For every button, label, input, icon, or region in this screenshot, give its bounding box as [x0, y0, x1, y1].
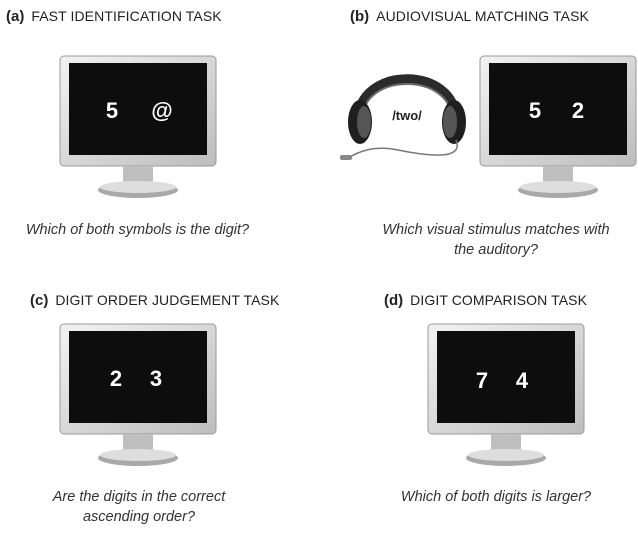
- caption-line: Which of both digits is larger?: [400, 489, 592, 505]
- panel-a-label: (a): [6, 8, 25, 25]
- caption-line: Which of both symbols is the digit?: [25, 222, 250, 238]
- panel-b-title-text: AUDIOVISUAL MATCHING TASK: [376, 8, 589, 24]
- panel-b-title: (b) AUDIOVISUAL MATCHING TASK: [350, 8, 589, 25]
- panel-b-label: (b): [350, 8, 370, 25]
- monitor-icon: 2 3: [59, 323, 217, 466]
- panel-c-title: (c) DIGIT ORDER JUDGEMENT TASK: [30, 292, 279, 309]
- caption-line: the auditory?: [454, 242, 538, 258]
- panel-d-title: (d) DIGIT COMPARISON TASK: [384, 292, 587, 309]
- screen-symbol-left: 5: [106, 98, 118, 123]
- screen-digit-left: 2: [110, 366, 122, 391]
- screen-digit-right: 3: [150, 366, 162, 391]
- screen-symbol-right: @: [151, 98, 172, 123]
- monitor-icon: 5 2: [479, 55, 637, 198]
- panel-d-caption: Which of both digits is larger?: [354, 487, 638, 507]
- panel-d-title-text: DIGIT COMPARISON TASK: [410, 292, 588, 308]
- screen-digit-right: 4: [516, 368, 529, 393]
- headphones-icon: /two/: [340, 74, 466, 160]
- panel-b-caption: Which visual stimulus matches with the a…: [354, 220, 638, 260]
- panel-a-title: (a) FAST IDENTIFICATION TASK: [6, 8, 222, 25]
- panel-d-label: (d): [384, 292, 404, 309]
- panel-a-caption: Which of both symbols is the digit?: [0, 220, 275, 240]
- caption-line: ascending order?: [82, 509, 196, 525]
- monitor-icon: 7 4: [427, 323, 585, 466]
- caption-line: Which visual stimulus matches with: [382, 222, 610, 238]
- screen-digit-right: 2: [572, 98, 584, 123]
- caption-line: Are the digits in the correct: [52, 489, 226, 505]
- panel-c-label: (c): [30, 292, 49, 309]
- monitor-icon: 5 @: [59, 55, 217, 198]
- panel-a-title-text: FAST IDENTIFICATION TASK: [31, 8, 222, 24]
- screen-digit-left: 5: [529, 98, 541, 123]
- screen-digit-left: 7: [476, 368, 488, 393]
- panel-c-title-text: DIGIT ORDER JUDGEMENT TASK: [55, 292, 280, 308]
- headphone-audio-label: /two/: [392, 108, 422, 123]
- panel-c-caption: Are the digits in the correct ascending …: [0, 487, 278, 527]
